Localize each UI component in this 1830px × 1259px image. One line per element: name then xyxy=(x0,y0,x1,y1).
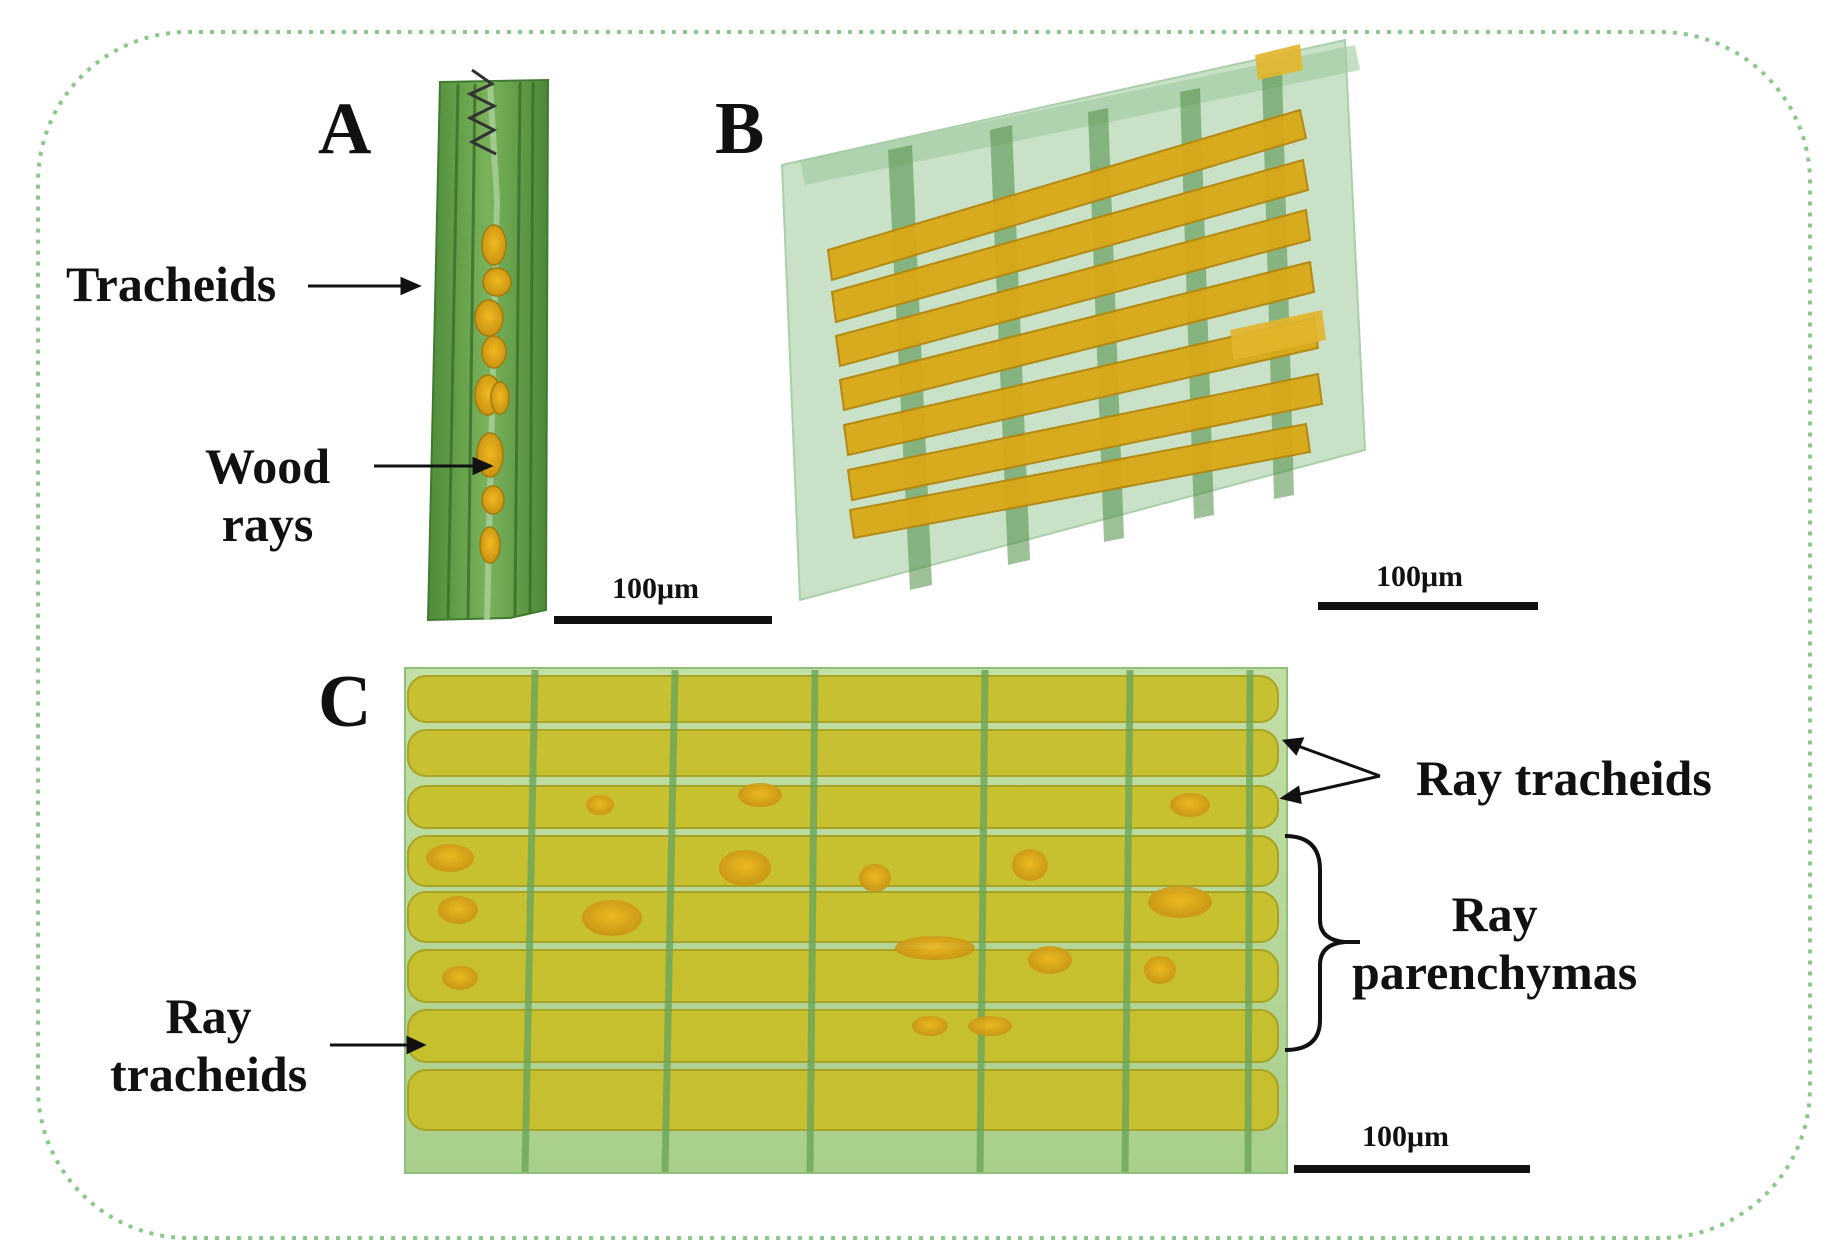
ray-tracheids-top-label: Ray tracheids xyxy=(1416,750,1712,806)
ray-tracheids-bottom-label: Ray tracheids xyxy=(110,988,308,1102)
ray-parenchymas-label: Ray parenchymas xyxy=(1352,886,1638,1000)
panel-a-scale-bar xyxy=(554,616,772,624)
panel-a-specimen xyxy=(426,68,550,622)
panel-b-letter: B xyxy=(715,88,765,170)
panel-c-letter: C xyxy=(318,661,372,743)
panel-b-scale-label: 100μm xyxy=(1376,560,1463,593)
panel-c-scale-bar xyxy=(1294,1165,1530,1173)
tracheids-label: Tracheids xyxy=(66,256,277,312)
panel-a-wood-rays xyxy=(474,224,512,564)
panel-c-scale-label: 100μm xyxy=(1362,1120,1449,1153)
wood-rays-label: Wood rays xyxy=(205,438,331,552)
panel-b-scale-bar xyxy=(1318,602,1538,610)
panel-a-arrows xyxy=(308,276,494,476)
panel-c-arrows xyxy=(330,737,1381,1055)
panel-a-scale-label: 100μm xyxy=(612,572,699,605)
panel-b-specimen xyxy=(780,38,1367,602)
panel-c-specimen xyxy=(404,667,1288,1174)
ray-parenchymas-brace xyxy=(1284,834,1346,1052)
panel-a-letter: A xyxy=(318,88,372,170)
